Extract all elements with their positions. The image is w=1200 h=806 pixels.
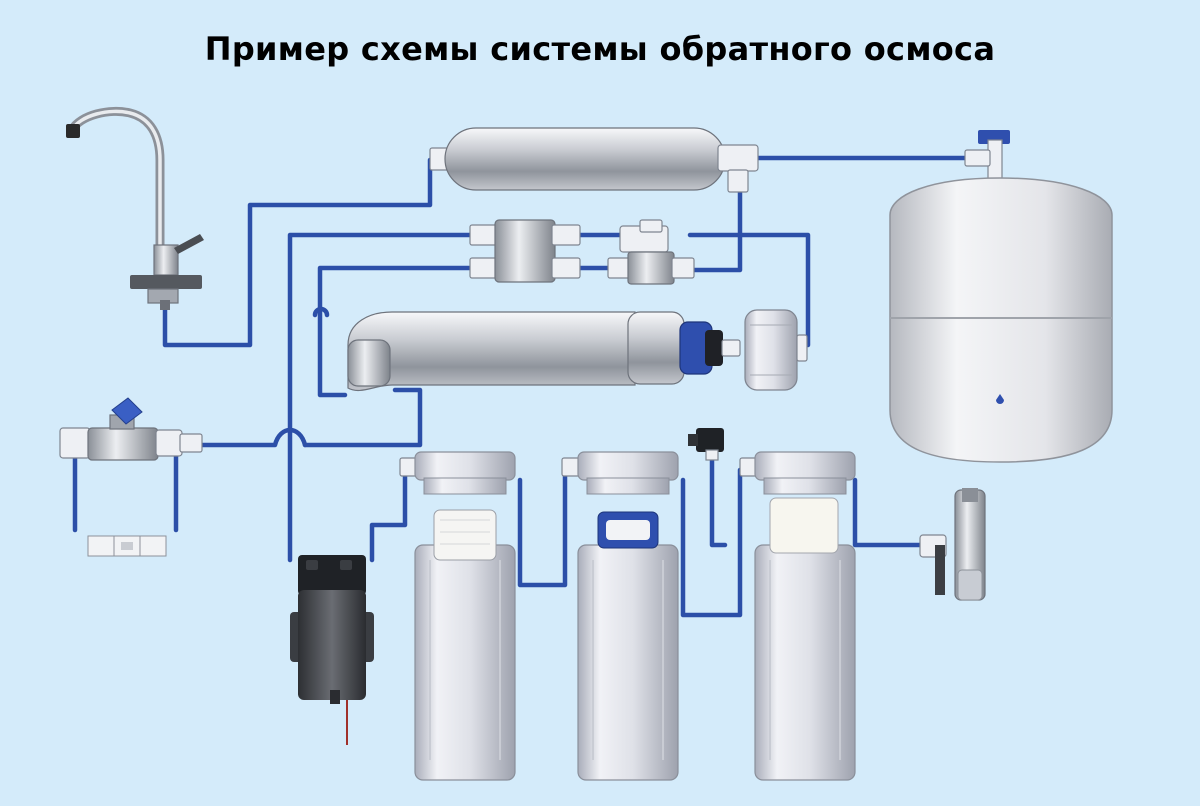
shutoff-valve [607, 219, 695, 285]
pipe-feed-line-crossover [197, 427, 308, 448]
pipe-stage3-to-drain-valve [852, 477, 928, 548]
stage-1-sediment-filter [399, 451, 516, 781]
pipe-stage1-to-stage2 [517, 467, 568, 588]
ro-membrane-housing [347, 309, 808, 392]
pipe-shutoff-to-membrane-cap [687, 232, 811, 348]
pipe-stage2-to-stage3 [680, 467, 743, 618]
pipe-loop-to-flow-restrictor [287, 232, 483, 563]
booster-pump [290, 555, 374, 745]
post-carbon-filter [429, 127, 759, 193]
pipe-left-loop [317, 265, 478, 398]
solenoid-valve [688, 428, 724, 461]
feed-water-adapter [59, 397, 203, 461]
faucet-tip [66, 124, 80, 138]
drain-saddle-valve [919, 488, 986, 601]
membrane-end-cap [744, 309, 798, 391]
inlet-clip [87, 535, 167, 557]
pipe-membrane-to-post-filter [687, 187, 743, 273]
tank-water-drop-icon [996, 394, 1004, 404]
pipe-pump-to-stage1 [369, 467, 408, 563]
feed-valve-handle [111, 397, 143, 425]
pipe-crossover-hook [312, 306, 330, 318]
faucet [66, 106, 204, 310]
polypropylene-cartridge [769, 497, 839, 554]
sediment-cartridge [433, 509, 497, 561]
pipe-solenoid-line [709, 457, 728, 548]
pipes [72, 155, 978, 618]
flow-restrictor-group [469, 219, 581, 283]
diagram-title: Пример схемы системы обратного осмоса [204, 30, 996, 68]
pipe-feed-to-membrane [302, 387, 423, 448]
storage-tank [889, 130, 1113, 463]
stage-2-carbon-filter [561, 451, 679, 781]
faucet-handle [174, 234, 204, 254]
stage-3-polypropylene-filter [739, 451, 856, 781]
